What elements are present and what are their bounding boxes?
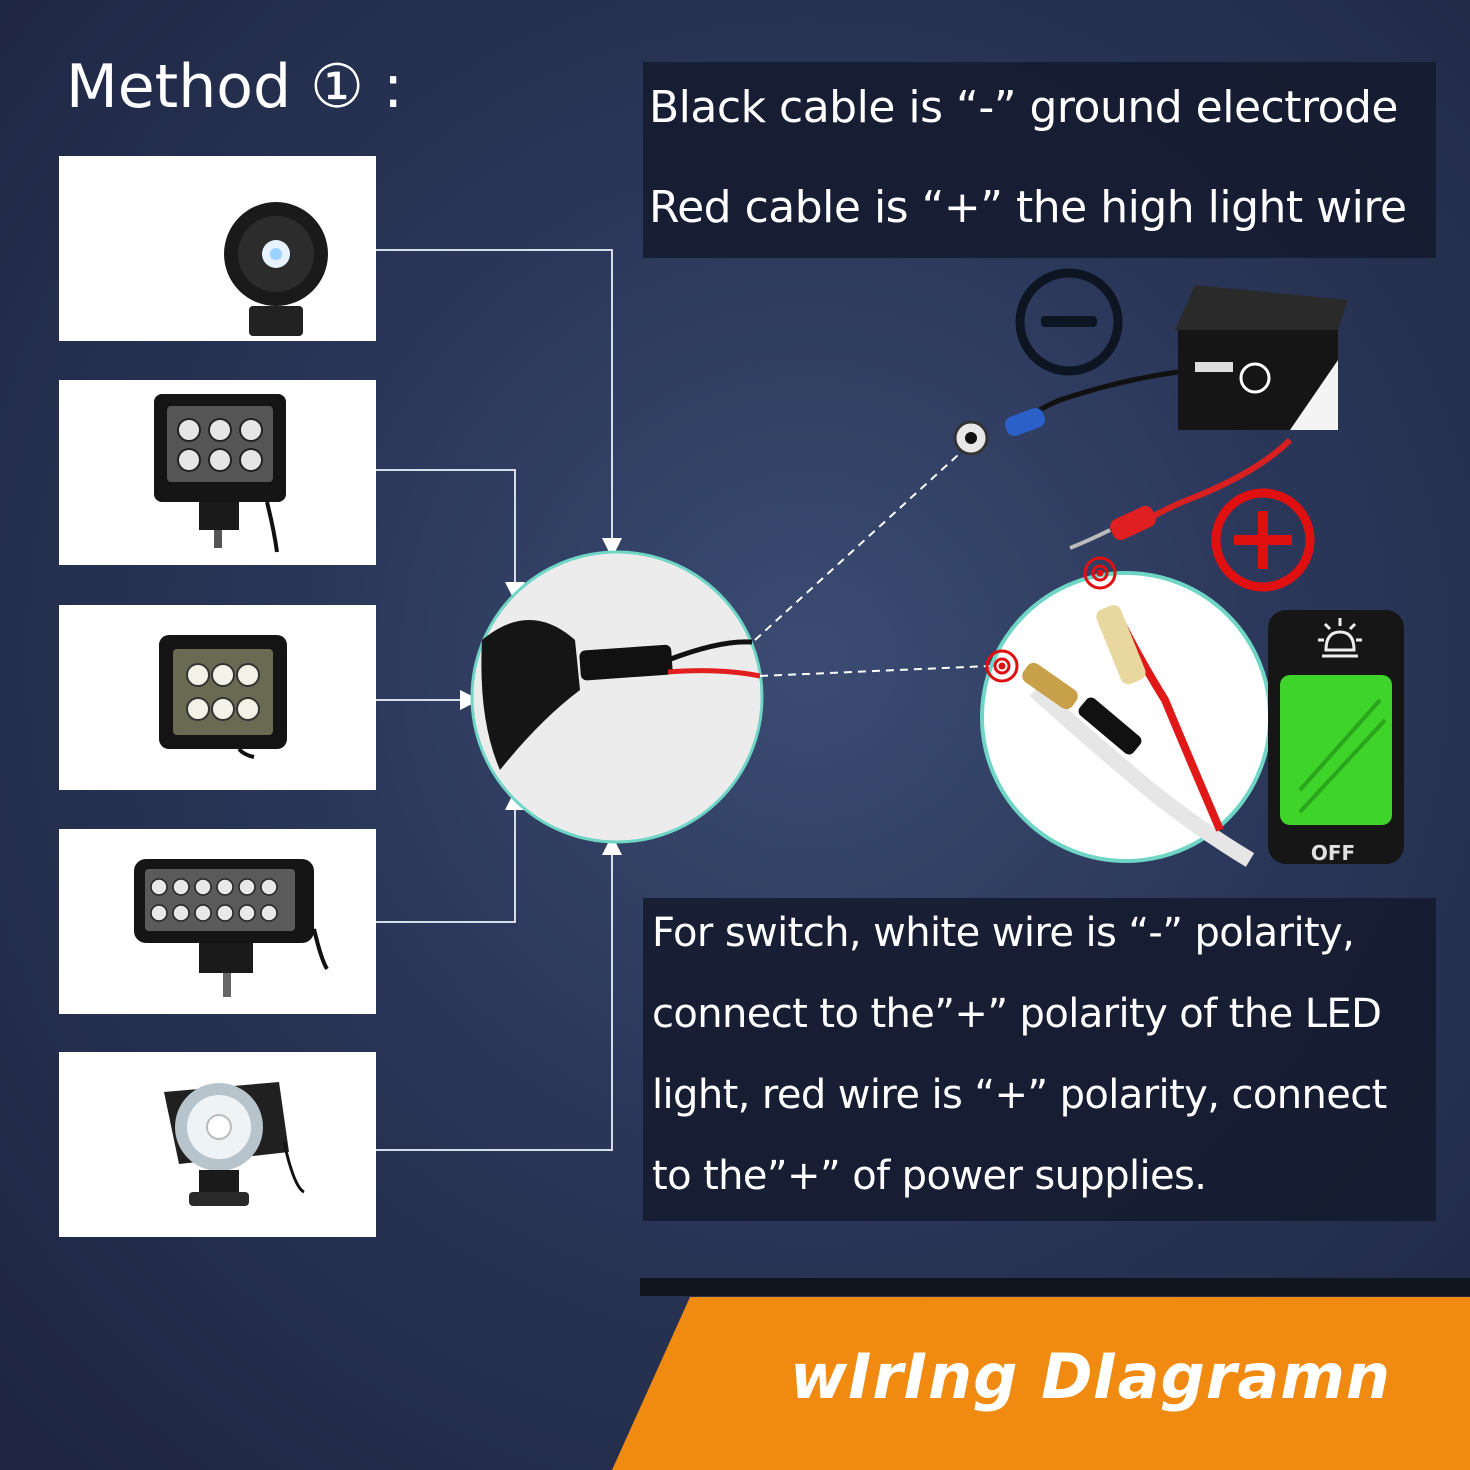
round-spot-light-image	[224, 202, 328, 336]
led-bar-light-image	[134, 859, 329, 997]
light-bulb-icon	[1318, 618, 1362, 658]
square-six-led-light-image	[159, 635, 287, 759]
ground-dashed-line	[754, 454, 959, 641]
target-markers	[985, 556, 1117, 683]
motorcycle-spot-light-image	[164, 1082, 305, 1206]
panel-connector-lines	[376, 249, 622, 1151]
rocker-switch	[1268, 610, 1404, 864]
positive-dashed-line	[759, 665, 991, 677]
plus-circle-icon	[1211, 488, 1315, 592]
led-bar-light-panel	[59, 829, 376, 1014]
motorcycle-spot-light-panel	[59, 1052, 376, 1237]
switch-info-box: For switch, white wire is “-” polarity, …	[643, 898, 1436, 1221]
switch-wire-connector-closeup	[980, 571, 1272, 867]
method-title: Method ① :	[66, 52, 404, 122]
round-spot-light-panel	[59, 156, 376, 341]
banner-title: wIrIng DIagramn	[790, 1340, 1392, 1413]
black-cable-text: Black cable is “-” ground electrode	[649, 82, 1399, 133]
switch-info-line-1: For switch, white wire is “-” polarity,	[652, 910, 1355, 956]
led-cable-connector-closeup	[470, 550, 764, 844]
six-led-cube-light-image	[154, 394, 286, 553]
ground-cable	[953, 369, 1179, 456]
switch-info-line-3: light, red wire is “+” polarity, connect	[652, 1072, 1387, 1118]
cable-info-box: Black cable is “-” ground electrode Red …	[643, 62, 1436, 258]
minus-circle-icon	[1015, 268, 1123, 376]
six-led-cube-light-panel	[59, 380, 376, 565]
square-six-led-light-panel	[59, 605, 376, 790]
switch-off-label: OFF	[1311, 841, 1355, 865]
red-cable-text: Red cable is “+” the high light wire	[649, 182, 1407, 233]
switch-info-line-4: to the”+” of power supplies.	[652, 1153, 1207, 1199]
positive-cable	[1069, 437, 1293, 550]
battery-image	[1175, 285, 1348, 430]
switch-info-line-2: connect to the”+” polarity of the LED	[652, 991, 1382, 1037]
bottom-banner	[612, 1278, 1470, 1470]
